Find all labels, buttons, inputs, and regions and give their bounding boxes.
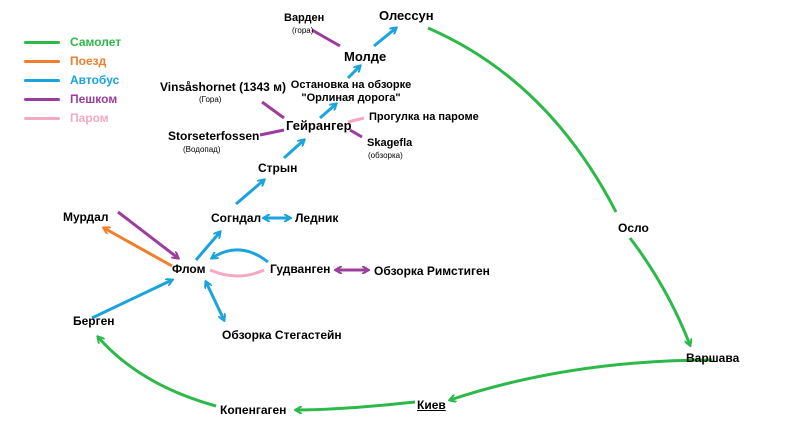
edge-flom-sogndal bbox=[194, 232, 220, 261]
edge-gudvangen-flom bbox=[212, 248, 269, 264]
node-flom: Флом bbox=[172, 262, 206, 276]
edge-varden-molde bbox=[311, 28, 341, 48]
edge-myrdal-flom bbox=[117, 210, 178, 258]
node-olessun: Олессун bbox=[379, 8, 434, 23]
node-ferry-walk: Прогулка на пароме bbox=[369, 111, 479, 123]
node-oslo: Осло bbox=[618, 221, 649, 235]
legend-swatch-ferry bbox=[24, 117, 60, 120]
node-bergen: Берген bbox=[73, 314, 115, 328]
edge-oslo-varshava bbox=[628, 237, 690, 345]
node-skagefla-sub: (обзорка) bbox=[368, 151, 403, 160]
node-orlinaya-doroga: Остановка на обзорке "Орлиная дорога" bbox=[290, 79, 412, 104]
node-vinsashornet-sub: (Гора) bbox=[199, 95, 222, 104]
node-lednik: Ледник bbox=[295, 211, 339, 225]
legend-ferry: Паром bbox=[70, 111, 109, 125]
edge-flom-myrdal bbox=[104, 228, 173, 268]
edge-varshava-kiev bbox=[450, 358, 713, 400]
legend-bus: Автобус bbox=[70, 73, 120, 87]
legend-train: Поезд bbox=[70, 54, 107, 68]
edge-orlinaya-molde bbox=[346, 66, 360, 80]
node-stryn: Стрын bbox=[258, 161, 298, 175]
node-varden-sub: (гора) bbox=[292, 26, 314, 35]
edge-stryn-geiranger bbox=[282, 140, 304, 160]
edge-sogndal-stryn bbox=[235, 180, 264, 206]
edge-olessun-oslo bbox=[427, 26, 618, 213]
edge-flom-stegastein bbox=[206, 282, 224, 320]
edge-geiranger-orlinaya bbox=[319, 104, 336, 120]
node-stegastein: Обзорка Стегастейн bbox=[222, 328, 342, 342]
legend-walk: Пешком bbox=[70, 92, 118, 106]
edge-storseter-geiranger bbox=[259, 128, 285, 137]
node-molde: Молде bbox=[344, 49, 387, 64]
node-storseterfossen-sub: (Водопад) bbox=[183, 145, 221, 154]
edge-geiranger-skagefla bbox=[349, 128, 363, 139]
edge-bergen-flom bbox=[91, 280, 172, 320]
legend-plane: Самолет bbox=[70, 35, 122, 49]
edge-flom-gudvangen-ferry bbox=[209, 268, 265, 278]
node-kiev: Киев bbox=[417, 398, 446, 412]
node-sogndal: Согндал bbox=[211, 211, 262, 225]
edge-vinsa-geiranger bbox=[261, 100, 285, 120]
legend-swatch-bus bbox=[24, 79, 60, 82]
edge-kopengagen-bergen bbox=[98, 337, 217, 408]
legend-swatch-train bbox=[24, 60, 60, 63]
legend-swatch-plane bbox=[24, 41, 60, 44]
node-storseterfossen: Storseterfossen bbox=[168, 129, 260, 143]
node-rimstigen: Обзорка Римстиген bbox=[374, 264, 490, 278]
node-varden: Варден bbox=[284, 12, 325, 24]
node-kopengagen: Копенгаген bbox=[220, 403, 287, 417]
node-skagefla: Skagefla bbox=[367, 137, 413, 149]
node-myrdal: Мурдал bbox=[63, 210, 109, 224]
node-varshava: Варшава bbox=[686, 351, 740, 365]
edge-molde-olessun bbox=[373, 28, 396, 48]
edge-kiev-kopengagen bbox=[296, 400, 416, 410]
node-vinsashornet: Vinsåshornet (1343 м) bbox=[160, 80, 287, 94]
node-gudvangen: Гудванген bbox=[270, 262, 331, 276]
legend-swatch-walk bbox=[24, 98, 60, 101]
node-geiranger: Гейрангер bbox=[286, 118, 352, 133]
edge-geiranger-ferry bbox=[347, 116, 365, 124]
